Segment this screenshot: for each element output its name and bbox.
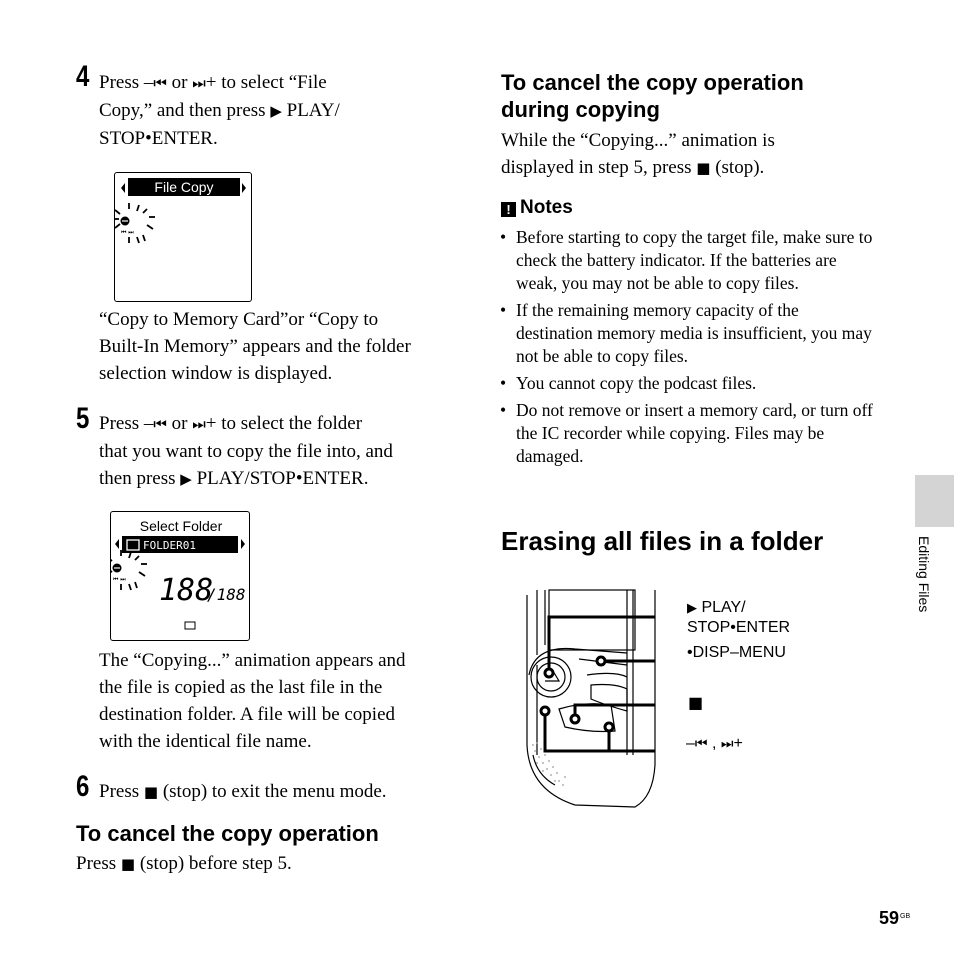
folder-icon <box>126 539 140 551</box>
lcd-select-folder-graphic: Select Folder FOLDER01 ⏮ ⏭ 188 /188 <box>105 518 246 630</box>
stop-label: ■ <box>688 693 703 713</box>
cancel-during-heading: To cancel the copy operation during copy… <box>501 69 861 123</box>
disp-menu-label: •DISP–MENU <box>687 644 786 661</box>
lcd-select-folder-header: Select Folder <box>140 518 223 534</box>
page-number-suffix: GB <box>900 913 911 920</box>
step-5-text: Press –⏮ or ⏭+ to select the folder that… <box>99 410 459 493</box>
note-item: If the remaining memory capacity of the … <box>500 299 878 368</box>
step-5-text-c: + to select the folder <box>205 413 363 434</box>
step-4-text: Press –⏮ or ⏭+ to select “File Copy,” an… <box>99 69 459 152</box>
step-4-text-a: Press – <box>99 72 154 93</box>
step-5-text-a: Press – <box>99 413 154 434</box>
cancel-during-heading-line: during copying <box>501 97 660 122</box>
side-tab-marker <box>915 475 954 527</box>
step-6-text-a: Press <box>99 781 144 802</box>
next-icon: ⏭ <box>192 74 206 92</box>
step-5-after-line: with the identical file name. <box>99 731 312 752</box>
step-5-after-line: the file is copied as the last file in t… <box>99 677 383 698</box>
notes-heading-row: ! Notes <box>501 197 573 219</box>
previous-icon: ⏮ <box>153 415 167 433</box>
stop-icon: ■ <box>143 783 159 801</box>
step-5-after-line: The “Copying...” animation appears and <box>99 650 406 671</box>
step-4-after-line: Built-In Memory” appears and the folder <box>99 336 411 357</box>
step-5-text-e: then press <box>99 468 181 489</box>
recorder-diagram <box>515 585 835 825</box>
stop-icon: ■ <box>696 159 711 177</box>
step-5-text-b: or <box>166 413 193 434</box>
step-4-text-d: Copy,” and then press <box>99 100 271 121</box>
cancel-copy-text-a: Press <box>76 853 121 874</box>
section-title: Erasing all files in a folder <box>501 526 824 556</box>
page-number-value: 59 <box>879 908 900 928</box>
step-4-text-c: + to select “File <box>205 72 327 93</box>
step-4-text-f: STOP•ENTER. <box>99 128 218 149</box>
note-item: You cannot copy the podcast files. <box>500 372 878 395</box>
step-4-text-b: or <box>166 72 193 93</box>
cancel-copy-text-b: (stop) before step 5. <box>135 853 292 874</box>
memory-card-icon <box>184 621 196 630</box>
step-4-text-e: PLAY/ <box>281 100 340 121</box>
cancel-during-text-b: (stop). <box>710 157 765 178</box>
skip-label-b: , <box>707 735 721 752</box>
callout-lines <box>539 615 655 753</box>
cancel-during-text-line: While the “Copying...” animation is <box>501 130 775 151</box>
lcd-file-copy-display: File Copy ⏮ ⏭ <box>113 172 252 302</box>
play-stop-enter-label: ▶ PLAY/ STOP•ENTER <box>687 598 790 637</box>
cancel-copy-heading: To cancel the copy operation <box>76 821 379 846</box>
step-4-after-line: selection window is displayed. <box>99 363 333 384</box>
side-tab-label: Editing Files <box>916 536 932 613</box>
lcd-file-copy-title: File Copy <box>154 179 213 195</box>
recorder-illustration <box>526 589 656 808</box>
skip-buttons-icon: ⏮ ⏭ <box>121 229 134 236</box>
cancel-during-text: While the “Copying...” animation is disp… <box>501 127 881 182</box>
step-number-5: 5 <box>76 402 90 435</box>
skip-buttons-icon: ⏮ ⏭ <box>113 576 126 583</box>
skip-label-c: + <box>733 735 743 752</box>
play-icon: ▶ <box>687 601 697 616</box>
skip-label-a: – <box>686 735 695 752</box>
next-icon: ⏭ <box>192 415 206 433</box>
blink-indicator-icon <box>113 203 155 244</box>
step-6-text: Press ■ (stop) to exit the menu mode. <box>99 778 459 806</box>
previous-icon: ⏮ <box>694 736 708 752</box>
notes-list: Before starting to copy the target file,… <box>500 226 878 472</box>
play-icon: ▶ <box>270 102 282 120</box>
notes-heading: Notes <box>520 197 573 218</box>
stop-icon: ■ <box>120 855 136 873</box>
lcd-folder-name: FOLDER01 <box>143 539 196 552</box>
step-5-after-line: destination folder. A file will be copie… <box>99 704 396 725</box>
step-6-text-b: (stop) to exit the menu mode. <box>158 781 387 802</box>
play-label-line1: PLAY/ <box>697 599 746 616</box>
step-5-text-f: PLAY/STOP•ENTER. <box>191 468 369 489</box>
note-icon: ! <box>501 202 516 217</box>
step-number-6: 6 <box>76 770 90 803</box>
skip-buttons-label: –⏮ , ⏭+ <box>686 735 743 753</box>
note-item: Before starting to copy the target file,… <box>500 226 878 295</box>
lcd-track-counter: 188 <box>159 573 213 608</box>
cancel-during-heading-line: To cancel the copy operation <box>501 70 804 95</box>
speaker-grille-icon <box>532 742 566 786</box>
play-icon: ▶ <box>180 470 192 488</box>
lcd-select-folder-display: Select Folder FOLDER01 ⏮ ⏭ 188 /188 <box>105 511 250 641</box>
play-label-line2: STOP•ENTER <box>687 619 791 636</box>
step-5-after-text: The “Copying...” animation appears and t… <box>99 647 459 755</box>
next-icon: ⏭ <box>720 736 734 752</box>
step-4-after-line: “Copy to Memory Card”or “Copy to <box>99 309 379 330</box>
lcd-file-copy-graphic: File Copy ⏮ ⏭ <box>113 178 246 244</box>
lcd-track-total: /188 <box>207 585 246 604</box>
step-4-after-text: “Copy to Memory Card”or “Copy to Built-I… <box>99 306 459 387</box>
cancel-copy-text: Press ■ (stop) before step 5. <box>76 850 456 878</box>
step-number-4: 4 <box>76 60 90 93</box>
page-number: 59GB <box>879 908 910 929</box>
step-5-text-d: that you want to copy the file into, and <box>99 441 393 462</box>
cancel-during-text-a: displayed in step 5, press <box>501 157 697 178</box>
blink-indicator-icon <box>105 550 147 591</box>
note-item: Do not remove or insert a memory card, o… <box>500 399 878 468</box>
stop-icon: ■ <box>688 693 704 712</box>
previous-icon: ⏮ <box>153 74 167 92</box>
